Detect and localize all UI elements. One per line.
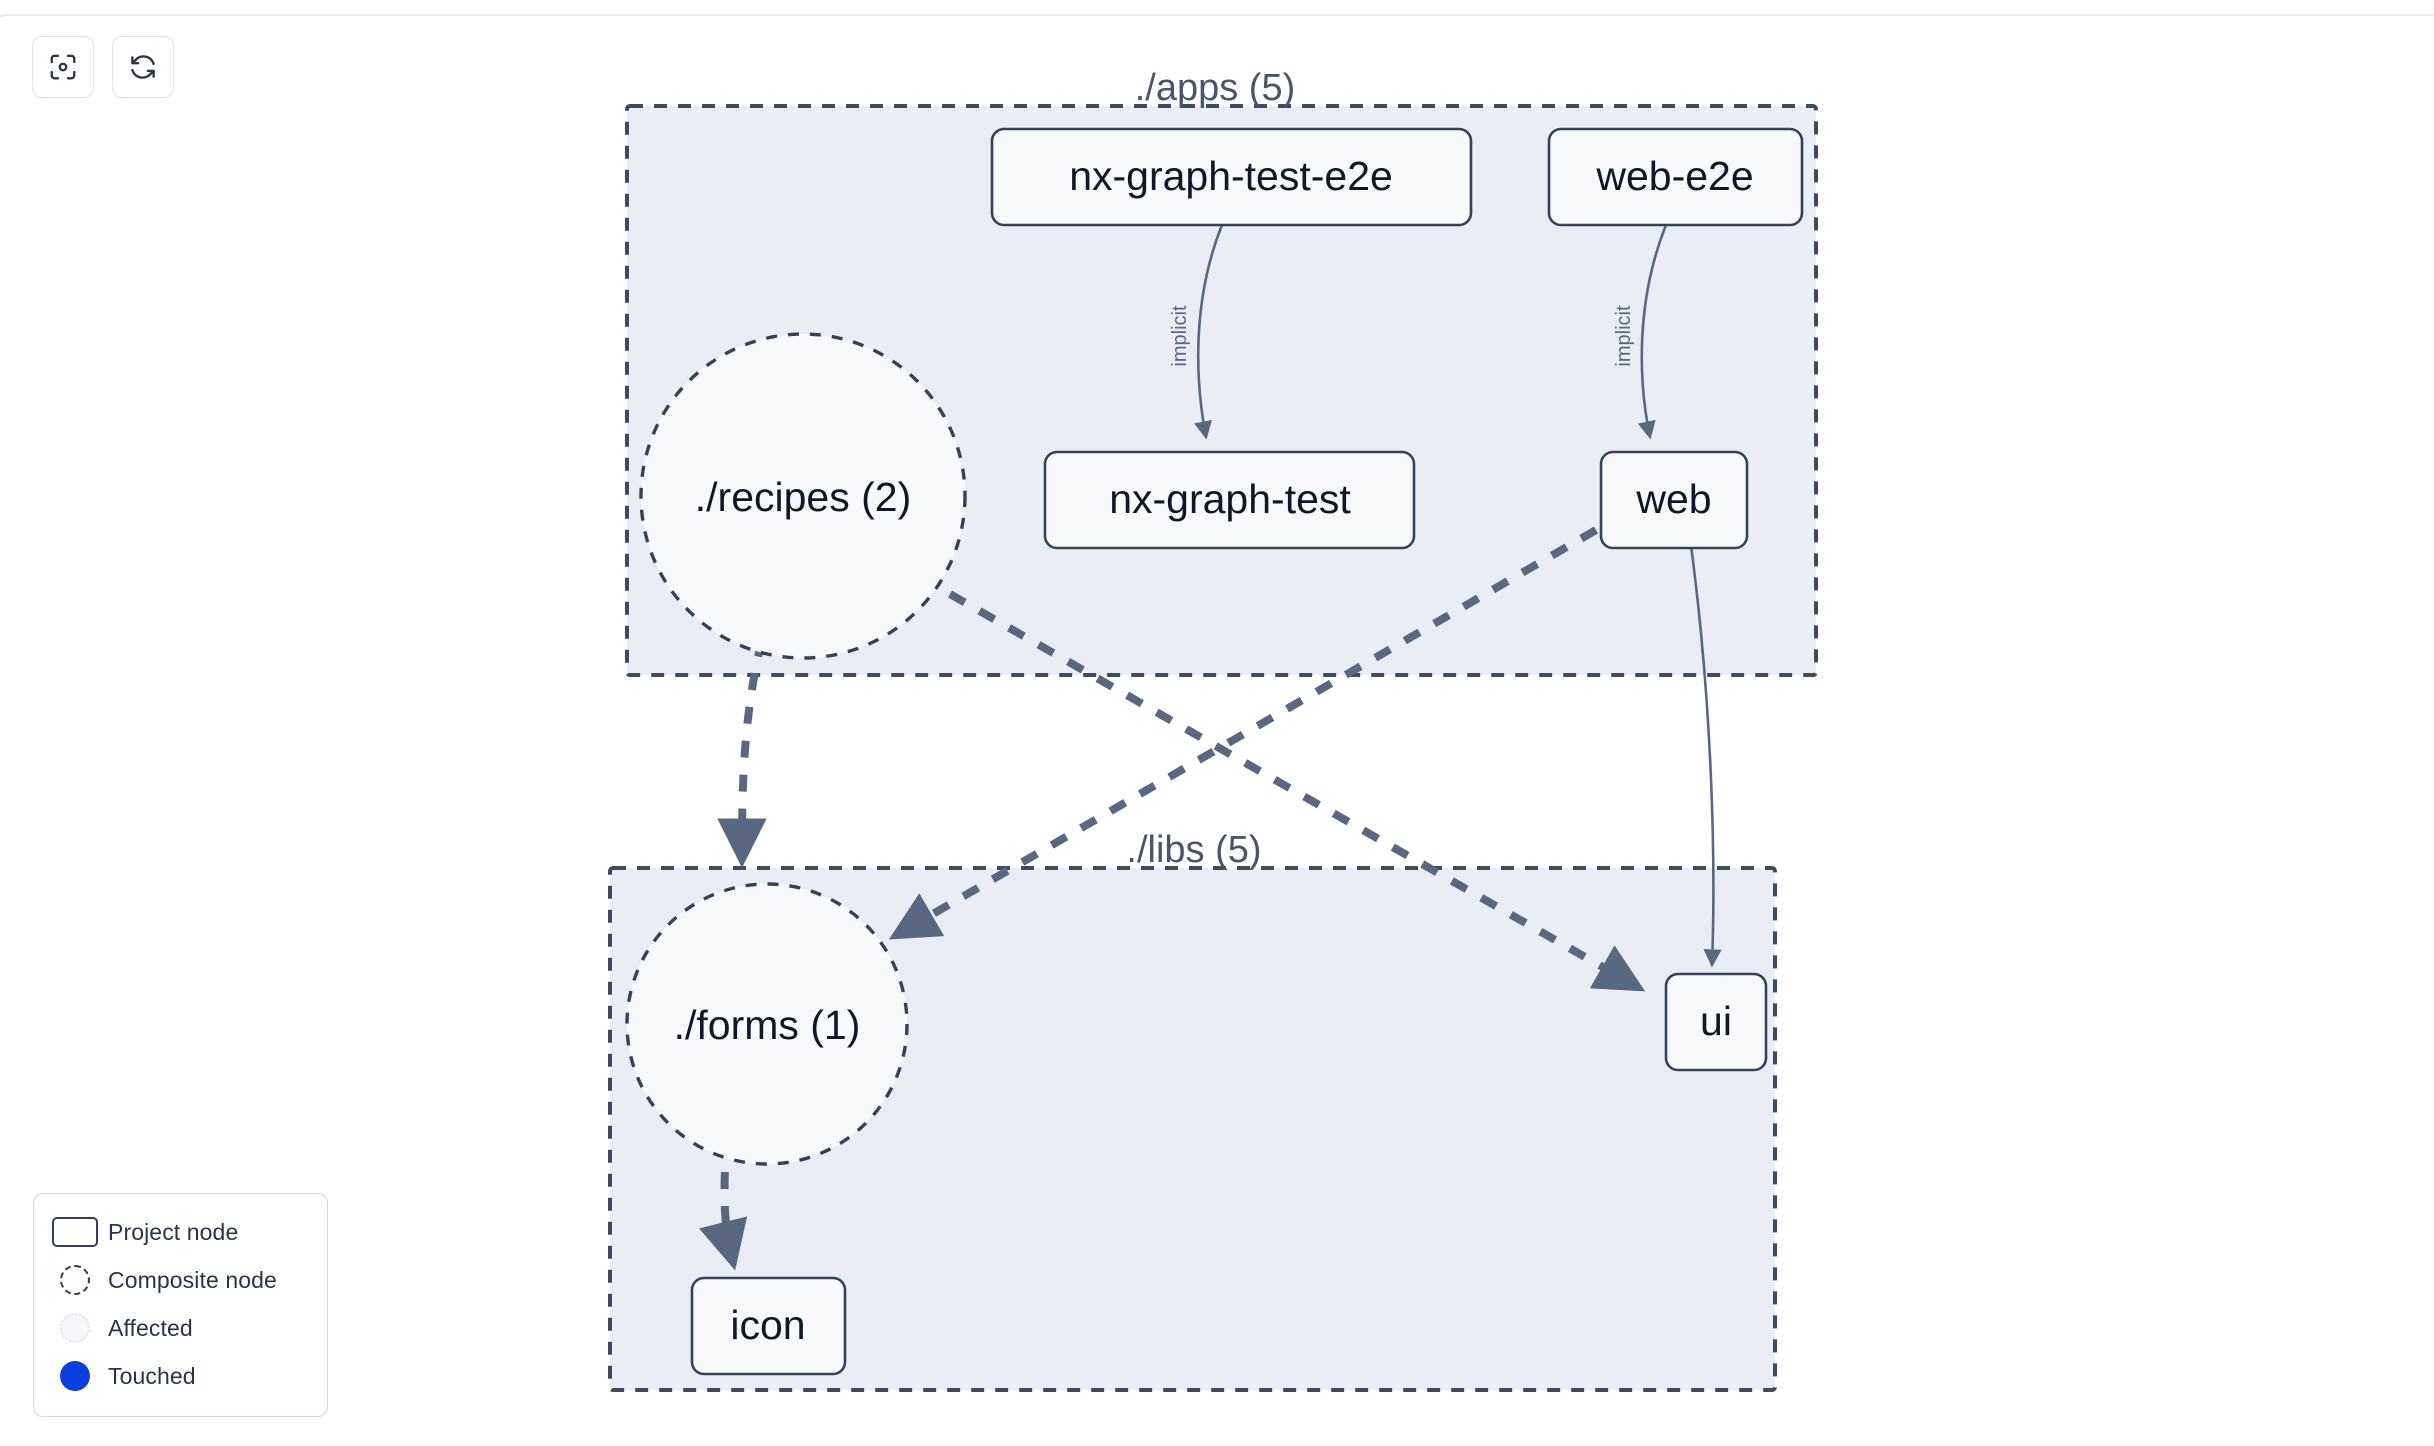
node-box[interactable] (1664, 972, 1768, 1072)
container-libs-title: ./libs (5) (1126, 829, 1261, 871)
touched-swatch (52, 1361, 108, 1391)
composite-node-circle[interactable] (625, 882, 909, 1166)
edge-path (1194, 224, 1224, 440)
refresh-graph-button[interactable] (112, 36, 174, 98)
graph-legend: Project node Composite node Affected Tou… (33, 1193, 328, 1417)
legend-item-affected: Affected (52, 1304, 309, 1352)
container-libs-title-bg (1090, 812, 1300, 862)
edge-path (717, 639, 767, 868)
node-label: web-e2e (1595, 153, 1753, 199)
edge-forms-to-icon[interactable] (699, 1137, 748, 1271)
node-recipes-composite[interactable]: ./recipes (2) (639, 332, 967, 660)
edge-path (1688, 537, 1722, 968)
node-label: nx-graph-test (1109, 476, 1351, 522)
node-forms-composite[interactable]: ./forms (1) (625, 882, 909, 1166)
focus-target-icon (48, 52, 78, 82)
refresh-icon (128, 52, 158, 82)
edge-label-implicit-1: implicit (1169, 305, 1191, 367)
composite-node-label: ./recipes (2) (695, 474, 911, 520)
node-label: icon (730, 1302, 805, 1348)
edge-path (948, 590, 1646, 992)
composite-node-circle[interactable] (639, 332, 967, 660)
composite-node-label: ./forms (1) (674, 1002, 861, 1048)
legend-label: Project node (108, 1218, 239, 1245)
node-web-e2e[interactable]: web-e2e (1547, 127, 1804, 227)
node-label: nx-graph-test-e2e (1069, 153, 1393, 199)
focus-graph-button[interactable] (32, 36, 94, 98)
node-box[interactable] (990, 127, 1473, 227)
edge-path (1637, 224, 1668, 440)
edge-recipes-to-ui[interactable] (948, 590, 1646, 992)
node-nx-graph-test-e2e[interactable]: nx-graph-test-e2e (990, 127, 1473, 227)
legend-item-composite-node: Composite node (52, 1256, 309, 1304)
edge-web-to-ui[interactable] (1688, 537, 1722, 968)
legend-label: Affected (108, 1314, 193, 1341)
node-box[interactable] (690, 1276, 847, 1376)
legend-label: Composite node (108, 1266, 277, 1293)
legend-label: Touched (108, 1362, 196, 1389)
node-web[interactable]: web (1599, 450, 1749, 550)
node-ui[interactable]: ui (1664, 972, 1768, 1072)
edge-web-e2e-to-web[interactable]: implicit (1613, 224, 1668, 440)
node-icon[interactable]: icon (690, 1276, 847, 1376)
graph-toolbar (32, 36, 174, 98)
edge-label-implicit-2: implicit (1613, 305, 1635, 367)
container-apps-title-bg (1100, 48, 1330, 98)
project-node-swatch (52, 1217, 108, 1247)
legend-item-touched: Touched (52, 1352, 309, 1400)
edge-recipes-to-forms[interactable] (717, 639, 767, 868)
node-label: web (1635, 476, 1711, 522)
container-apps-title: ./apps (5) (1135, 67, 1296, 109)
node-nx-graph-test[interactable]: nx-graph-test (1043, 450, 1416, 550)
node-box[interactable] (1599, 450, 1749, 550)
edge-path (699, 1137, 748, 1271)
node-label: ui (1700, 998, 1732, 1044)
affected-swatch (52, 1313, 108, 1343)
composite-node-swatch (52, 1265, 108, 1295)
legend-item-project-node: Project node (52, 1208, 309, 1256)
edge-nx-graph-test-e2e-to-nx-graph-test[interactable]: implicit (1169, 224, 1224, 440)
node-box[interactable] (1043, 450, 1416, 550)
node-box[interactable] (1547, 127, 1804, 227)
